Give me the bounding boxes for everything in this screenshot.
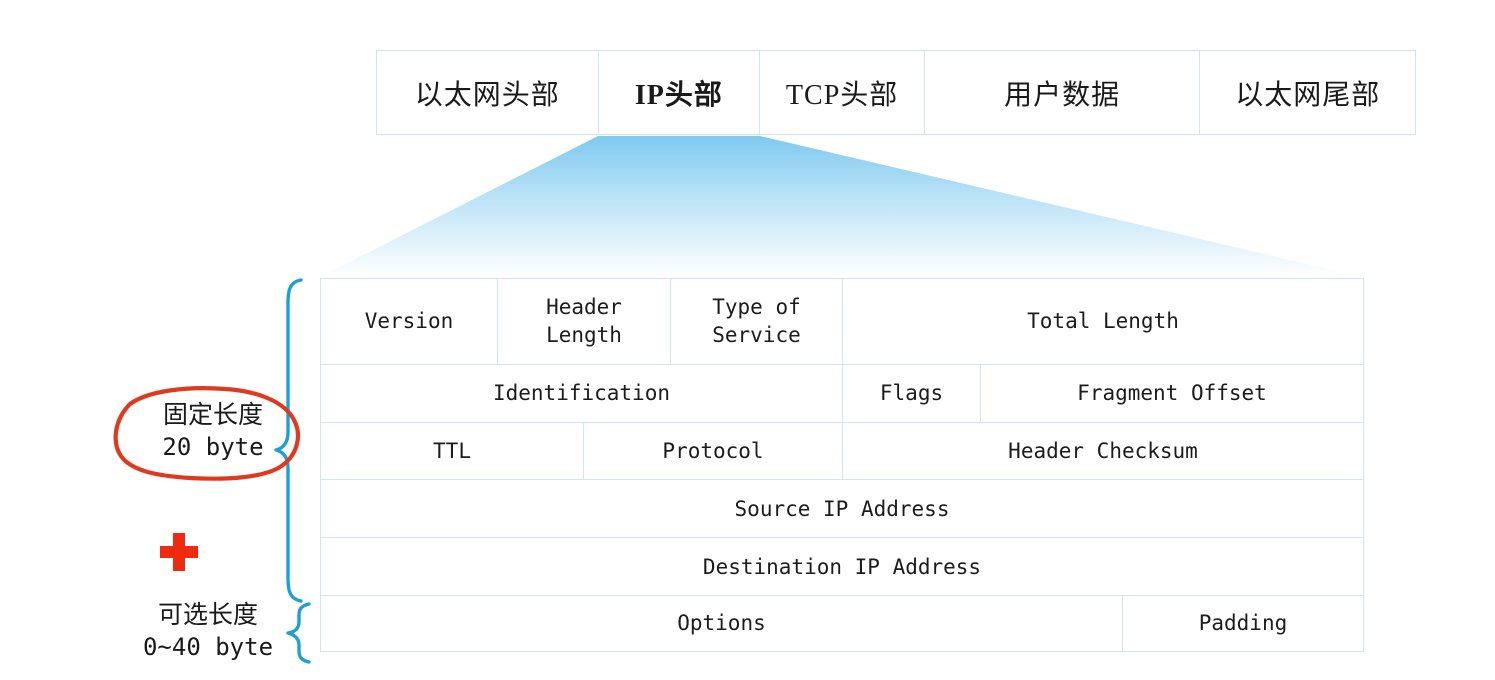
fixed-length-annotation: 固定长度 20 byte [128, 400, 298, 462]
red-plus-icon [160, 533, 198, 571]
optional-length-label-cn: 可选长度 [157, 602, 258, 629]
field-identification[interactable]: Identification [321, 364, 843, 422]
ip-header-row: Identification Flags Fragment Offset [321, 364, 1363, 423]
field-version[interactable]: Version [321, 279, 498, 364]
field-options[interactable]: Options [321, 596, 1123, 651]
field-header-length[interactable]: Header Length [498, 279, 671, 364]
field-flags[interactable]: Flags [843, 364, 981, 422]
fixed-length-label-cn: 固定长度 [162, 402, 263, 429]
field-padding[interactable]: Padding [1123, 596, 1363, 651]
ip-header-row: TTL Protocol Header Checksum [321, 422, 1363, 481]
ip-header-row: Source IP Address [321, 480, 1363, 539]
field-protocol[interactable]: Protocol [584, 422, 843, 480]
frame-cell-user-data[interactable]: 用户数据 [924, 51, 1201, 134]
field-header-checksum[interactable]: Header Checksum [843, 422, 1363, 480]
field-source-ip-address[interactable]: Source IP Address [321, 480, 1363, 538]
frame-cell-ip-header[interactable]: IP头部 [598, 51, 761, 134]
field-destination-ip-address[interactable]: Destination IP Address [321, 538, 1363, 596]
frame-cell-tcp-header[interactable]: TCP头部 [760, 51, 925, 134]
ip-header-row: Version Header Length Type of Service To… [321, 279, 1363, 365]
field-type-of-service[interactable]: Type of Service [671, 279, 843, 364]
field-ttl[interactable]: TTL [321, 422, 584, 480]
frame-cell-ethernet-trailer[interactable]: 以太网尾部 [1200, 51, 1415, 134]
field-fragment-offset[interactable]: Fragment Offset [981, 364, 1363, 422]
fixed-length-label-size: 20 byte [162, 433, 264, 462]
optional-length-annotation: 可选长度 0~40 byte [118, 600, 298, 662]
field-total-length[interactable]: Total Length [843, 279, 1363, 364]
ip-header-row: Options Padding [321, 596, 1363, 651]
optional-length-label-size: 0~40 byte [142, 633, 274, 662]
ethernet-frame-bar: 以太网头部 IP头部 TCP头部 用户数据 以太网尾部 [376, 50, 1416, 135]
ip-header-row: Destination IP Address [321, 538, 1363, 597]
ip-header-table: Version Header Length Type of Service To… [320, 278, 1364, 652]
frame-cell-ethernet-header[interactable]: 以太网头部 [377, 51, 599, 134]
